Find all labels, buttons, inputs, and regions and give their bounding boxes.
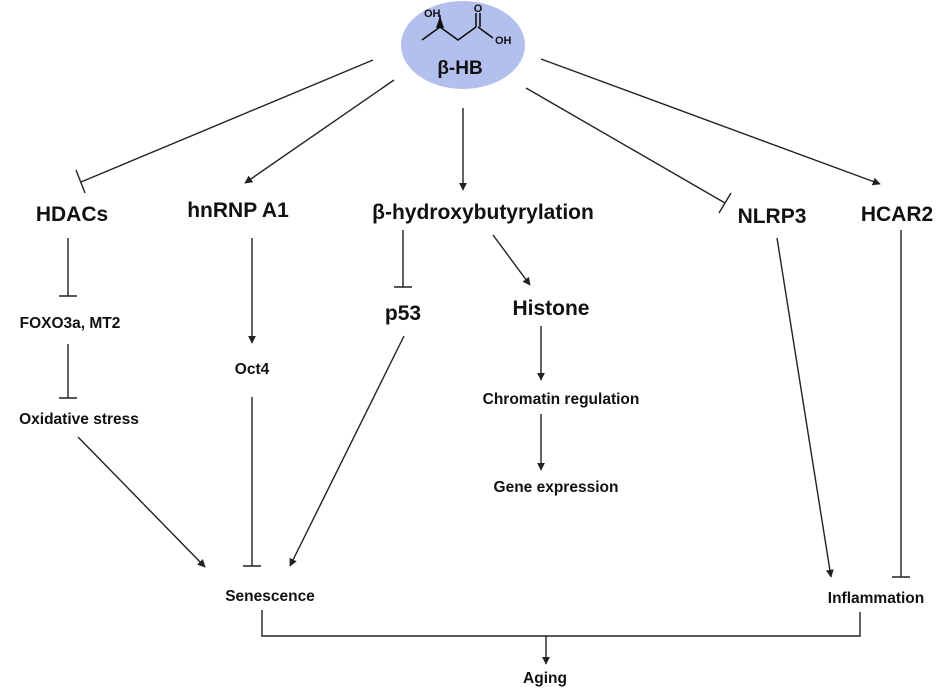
edges — [59, 58, 910, 665]
node-oct4: Oct4 — [235, 361, 270, 378]
molecule-hydroxyl-label: OH — [424, 8, 441, 20]
edge-bhb-nlrp3 — [525, 87, 726, 204]
edge-bhb-hdacs-bar — [75, 169, 86, 194]
molecule-acid-label: OH — [495, 35, 512, 47]
node-labels: HDACs hnRNP A1 β-hydroxybutyrylation NLR… — [19, 199, 933, 687]
node-senescence: Senescence — [225, 588, 315, 605]
molecule-backbone — [421, 26, 477, 41]
edge-p53-senescence — [289, 335, 405, 567]
edge-oxidative-senescence — [77, 436, 206, 568]
node-beta-hydroxybutyrylation: β-hydroxybutyrylation — [372, 201, 594, 224]
node-foxo3a-mt2: FOXO3a, MT2 — [20, 315, 121, 332]
bhb-node: OH O OH β-HB — [401, 1, 525, 89]
edge-merge-aging — [261, 610, 861, 637]
node-hdacs: HDACs — [36, 203, 108, 226]
node-histone: Histone — [512, 297, 589, 320]
node-gene-expression: Gene expression — [494, 479, 619, 496]
edge-bhb-hnrnp — [244, 79, 395, 184]
node-chromatin-regulation: Chromatin regulation — [483, 391, 640, 408]
node-inflammation: Inflammation — [828, 590, 924, 607]
bhb-ellipse — [401, 1, 525, 89]
edge-bhb-nlrp3-bar — [718, 192, 732, 214]
edge-bhb-hcar2 — [540, 58, 881, 186]
node-nlrp3: NLRP3 — [738, 205, 807, 228]
bhb-label: β-HB — [437, 58, 482, 79]
edge-nlrp3-inflammation — [776, 237, 834, 578]
molecule-carbonyl-label: O — [474, 3, 483, 15]
node-hnrnp-a1: hnRNP A1 — [187, 199, 289, 222]
node-p53: p53 — [385, 302, 421, 325]
molecule-wedge — [436, 16, 444, 28]
molecule-carbonyl-bond — [475, 13, 481, 27]
node-hcar2: HCAR2 — [861, 203, 933, 226]
edge-bhbl-histone — [492, 234, 531, 286]
node-oxidative-stress: Oxidative stress — [19, 411, 139, 428]
molecule-acid-bond — [477, 26, 494, 39]
edge-bhb-hdacs — [80, 59, 374, 183]
node-aging: Aging — [523, 670, 567, 687]
